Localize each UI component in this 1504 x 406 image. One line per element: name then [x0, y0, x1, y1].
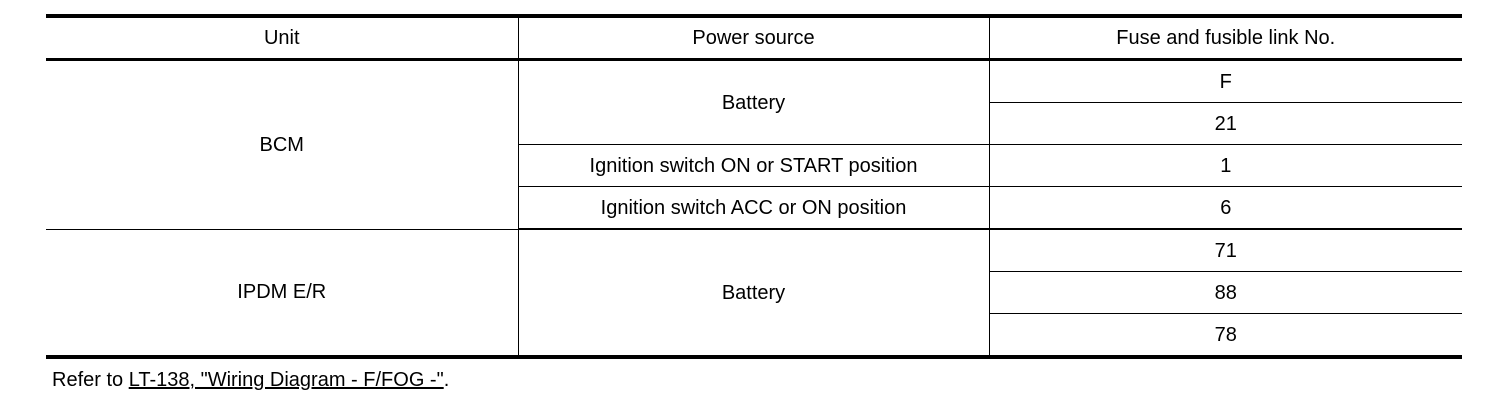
fuse-cell: 88: [988, 271, 1462, 314]
header-power-source: Power source: [517, 16, 989, 61]
power-supply-table: Unit Power source Fuse and fusible link …: [46, 14, 1462, 359]
power-source-cell: Ignition switch ACC or ON position: [517, 186, 989, 230]
fuse-cell: 6: [988, 186, 1462, 230]
fuse-cell: F: [988, 59, 1462, 103]
power-source-cell: Ignition switch ON or START position: [517, 144, 989, 187]
reference-prefix: Refer to: [52, 369, 129, 391]
header-unit: Unit: [46, 16, 518, 61]
table-row: 78: [46, 313, 1462, 357]
table-row: 88: [46, 271, 1462, 314]
header-row: Unit Power source Fuse and fusible link …: [46, 16, 1462, 61]
reference-suffix: .: [443, 369, 450, 391]
unit-cell: IPDM E/R: [237, 281, 327, 304]
table-row: IPDM E/R Battery 71: [46, 229, 1462, 357]
fuse-cell: 21: [988, 102, 1462, 145]
fuse-cell: 71: [988, 229, 1462, 272]
power-source-cell: Battery: [517, 229, 989, 357]
table-row: 21: [46, 102, 1462, 145]
table-row: Ignition switch ON or START position 1: [46, 144, 1462, 187]
table-row: BCM Battery F: [46, 59, 1462, 230]
header-fuse-no: Fuse and fusible link No.: [988, 16, 1462, 61]
fuse-cell: 78: [988, 313, 1462, 357]
power-source-cell: Battery: [517, 59, 989, 145]
reference-note: Refer to LT-138, "Wiring Diagram - F/FOG…: [52, 369, 449, 392]
wiring-diagram-link[interactable]: LT-138, "Wiring Diagram - F/FOG -": [128, 369, 444, 391]
table-row: Ignition switch ACC or ON position 6: [46, 186, 1462, 230]
fuse-cell: 1: [988, 144, 1462, 187]
unit-cell: BCM: [46, 59, 518, 230]
